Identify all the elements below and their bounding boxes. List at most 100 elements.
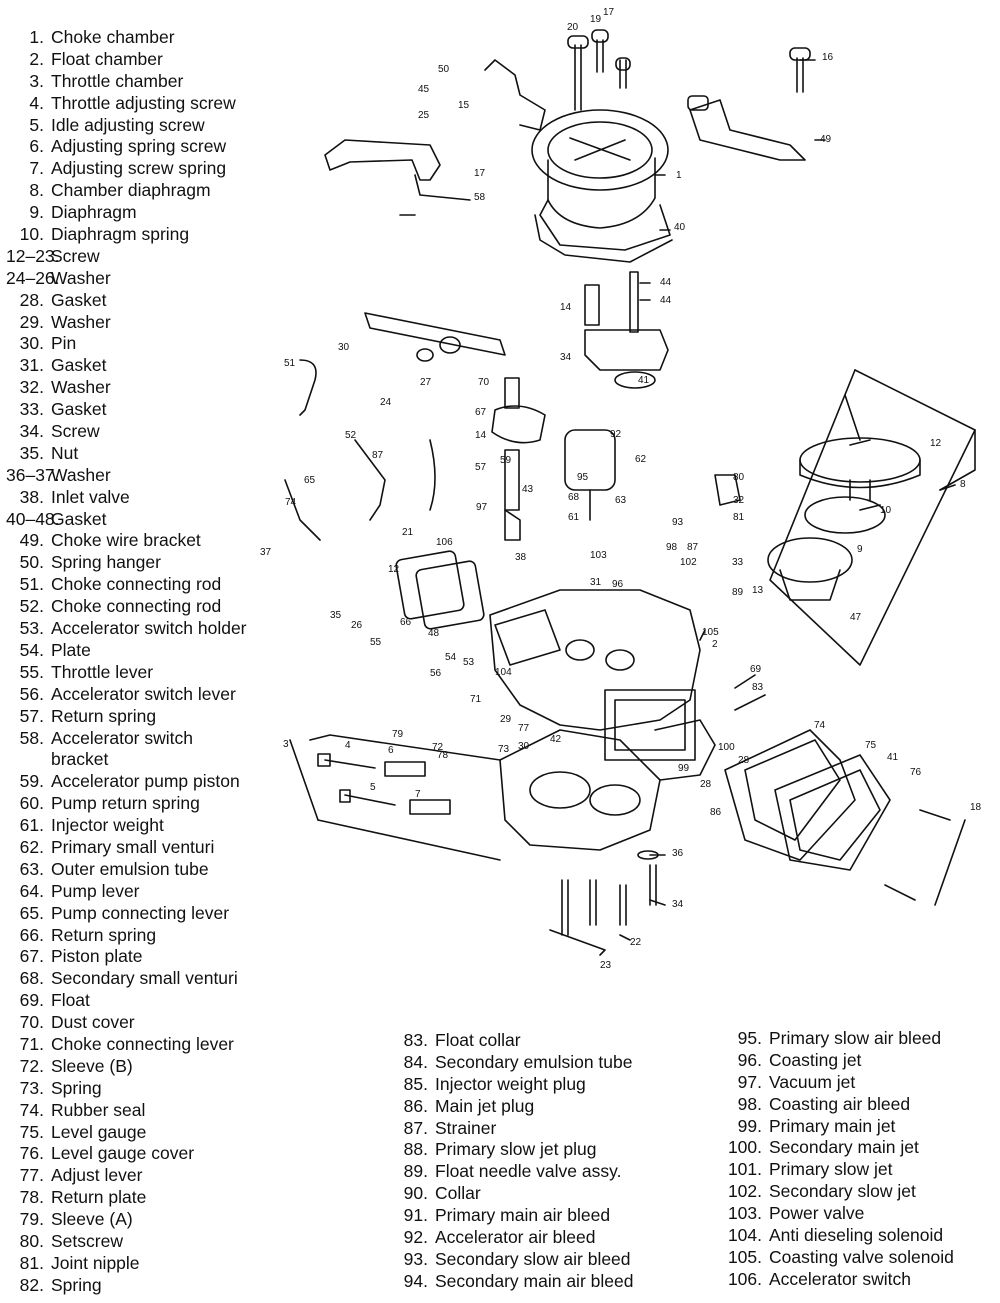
callout-number: 81 — [733, 512, 745, 523]
callout-number: 40 — [674, 222, 686, 233]
callout-number: 95 — [577, 472, 589, 483]
callout-number: 97 — [476, 502, 488, 513]
legend-item-label: Choke connecting rod — [51, 596, 222, 617]
callout-number: 9 — [857, 544, 863, 555]
bracket-drawing — [324, 59, 806, 201]
legend-item-number: 51. — [19, 574, 44, 595]
callout-number: 61 — [568, 512, 580, 523]
callout-number: 26 — [351, 620, 363, 631]
callout-number: 30 — [518, 741, 530, 752]
legend-item: 55.Throttle lever — [6, 662, 247, 684]
legend-item: 71.Choke connecting lever — [6, 1034, 247, 1056]
callout-leaders — [399, 59, 956, 941]
legend-item-number: 86. — [403, 1095, 428, 1116]
legend-item-number: 32. — [19, 377, 44, 398]
callout-number: 22 — [630, 937, 642, 948]
legend-item-number: 88. — [403, 1139, 428, 1160]
legend-item: 35.Nut — [6, 443, 247, 465]
legend-item-label: Float collar — [435, 1030, 521, 1050]
callout-number: 87 — [372, 450, 384, 461]
legend-item-number: 1. — [29, 27, 44, 47]
legend-item-label: Choke chamber — [51, 27, 175, 47]
callout-number: 28 — [700, 779, 712, 790]
legend-item-label: Injector weight plug — [435, 1073, 586, 1094]
throttle-chamber-drawing — [289, 729, 661, 861]
legend-item-number: 10. — [19, 224, 44, 245]
legend-item: 97.Vacuum jet — [718, 1072, 954, 1094]
legend-item-label: Secondary slow air bleed — [435, 1248, 631, 1269]
legend-item: 96.Coasting jet — [718, 1050, 954, 1072]
legend-item-number: 30. — [19, 333, 44, 354]
callout-number: 67 — [475, 407, 487, 418]
legend-item-label: Accelerator switch holder — [51, 618, 247, 639]
legend-item: 102.Secondary slow jet — [718, 1181, 954, 1203]
callout-number: 47 — [850, 612, 862, 623]
legend-item-number: 50. — [19, 552, 44, 573]
legend-item: 40–48.Gasket — [6, 509, 247, 531]
legend-item-number: 71. — [19, 1033, 44, 1054]
callout-number: 83 — [752, 682, 764, 693]
legend-item-label: Vacuum jet — [769, 1071, 856, 1092]
callout-number: 77 — [518, 723, 530, 734]
legend-item: 90.Collar — [388, 1183, 633, 1205]
legend-item-number: 78. — [19, 1187, 44, 1208]
legend-item: 87.Strainer — [388, 1118, 633, 1140]
legend-item: 89.Float needle valve assy. — [388, 1161, 633, 1183]
callout-number: 100 — [718, 742, 735, 753]
callout-number: 38 — [515, 552, 527, 563]
callout-number: 89 — [732, 587, 744, 598]
legend-item-number: 34. — [19, 421, 44, 442]
legend-item: 31.Gasket — [6, 355, 247, 377]
callout-number: 105 — [702, 627, 719, 638]
legend-item-label: Throttle adjusting screw — [51, 92, 236, 113]
callout-number: 10 — [880, 505, 892, 516]
legend-item-number: 93. — [403, 1248, 428, 1269]
callout-number: 32 — [733, 495, 745, 506]
legend-item-label: Throttle chamber — [51, 70, 184, 91]
legend-item: 79.Sleeve (A) — [6, 1209, 247, 1231]
legend-item: 5.Idle adjusting screw — [6, 115, 247, 137]
legend-item-label: Piston plate — [51, 946, 143, 967]
legend-item-label: Setscrew — [51, 1230, 123, 1251]
legend-item-label: Joint nipple — [51, 1252, 140, 1273]
legend-item: 73.Spring — [6, 1078, 247, 1100]
legend-item-label: Power valve — [769, 1203, 865, 1224]
legend-item-number: 100. — [727, 1137, 762, 1158]
legend-item-number: 31. — [19, 355, 44, 376]
callout-number: 106 — [436, 537, 453, 548]
legend-item-number: 56. — [19, 683, 44, 704]
legend-item-number: 53. — [19, 618, 44, 639]
legend-item-label: Coasting valve solenoid — [769, 1246, 954, 1267]
legend-item: 34.Screw — [6, 421, 247, 443]
legend-item: 67.Piston plate — [6, 946, 247, 968]
legend-item: 36–37.Washer — [6, 465, 247, 487]
callout-number: 36 — [672, 848, 684, 859]
legend-item-label: Adjust lever — [51, 1165, 143, 1186]
callout-number: 18 — [970, 802, 982, 813]
legend-item-label: Collar — [435, 1183, 481, 1204]
callout-number: 76 — [910, 767, 922, 778]
legend-item: 9.Diaphragm — [6, 202, 247, 224]
legend-item-number: 2. — [29, 48, 44, 69]
legend-item-label: Secondary slow jet — [769, 1181, 916, 1202]
legend-item: 63.Outer emulsion tube — [6, 859, 247, 881]
legend-item-label: Gasket — [51, 399, 107, 420]
legend-item-number: 85. — [403, 1073, 428, 1094]
legend-item: 91.Primary main air bleed — [388, 1205, 633, 1227]
legend-item-label: Spring — [51, 1077, 102, 1098]
legend-item: 33.Gasket — [6, 399, 247, 421]
legend-item-number: 57. — [19, 705, 44, 726]
legend-item-number: 28. — [19, 289, 44, 310]
callout-number: 12 — [930, 438, 942, 449]
legend-item-number: 55. — [19, 661, 44, 682]
callout-number: 35 — [330, 610, 342, 621]
legend-item: 84.Secondary emulsion tube — [388, 1052, 633, 1074]
legend-item: 54.Plate — [6, 640, 247, 662]
callout-number: 23 — [600, 960, 612, 971]
legend-item: 10.Diaphragm spring — [6, 224, 247, 246]
legend-item-label: Screw — [51, 245, 100, 266]
callout-number: 102 — [680, 557, 697, 568]
callout-number: 44 — [660, 295, 672, 306]
legend-item-label: bracket — [51, 749, 109, 770]
